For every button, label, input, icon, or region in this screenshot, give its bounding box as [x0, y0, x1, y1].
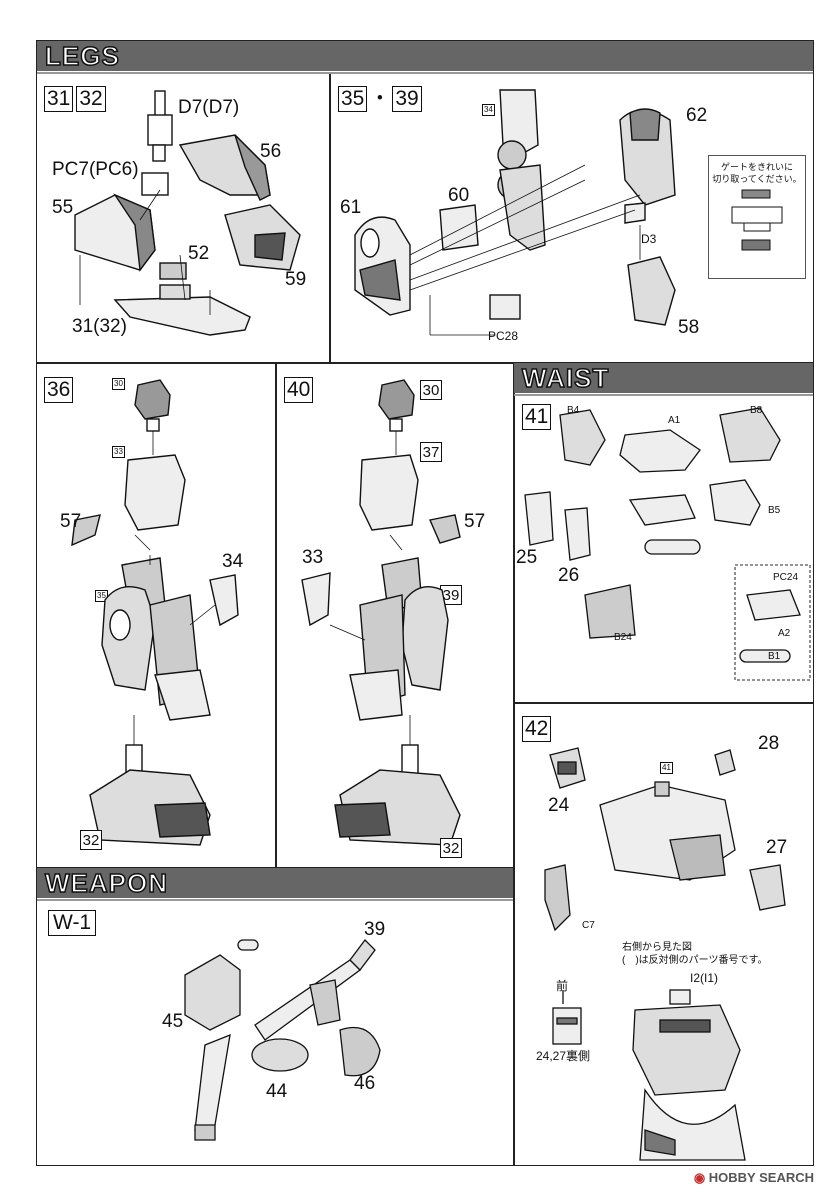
label-55: 55 [52, 197, 74, 218]
divider-legs-row [37, 362, 813, 364]
label-57-left: 57 [60, 511, 82, 532]
label-52: 52 [188, 243, 210, 264]
label-b5: B5 [768, 505, 781, 516]
waist-armor-drawing [544, 747, 786, 932]
label-pc28: PC28 [488, 329, 519, 343]
label-b1: B1 [768, 651, 781, 662]
label-rear-side: 24,27裏側 [536, 1049, 591, 1063]
ref-part-30-left: 30 [112, 378, 125, 390]
left-leg-assembly-drawing [71, 379, 239, 846]
manual-page-frame [36, 40, 814, 1166]
label-39-weapon: 39 [364, 919, 386, 940]
gate-note-box: ゲートをきれいに 切り取ってください。 [708, 155, 806, 279]
label-a2: A2 [778, 628, 791, 639]
label-24: 24 [548, 795, 570, 816]
label-27: 27 [766, 837, 788, 858]
label-b24: B24 [614, 632, 632, 643]
step-42-label: 42 [522, 716, 552, 742]
footer-brand: ◉ HOBBY SEARCH [693, 1170, 814, 1185]
label-33: 33 [302, 547, 324, 568]
step-36-label: 36 [44, 377, 74, 403]
label-c7: C7 [582, 920, 595, 931]
label-44: 44 [266, 1081, 288, 1102]
label-b8: B8 [750, 405, 763, 416]
label-46: 46 [354, 1073, 376, 1094]
divider-31-35 [329, 74, 331, 362]
label-d7: D7(D7) [178, 97, 240, 118]
label-61: 61 [340, 197, 362, 218]
label-b4: B4 [567, 405, 580, 416]
label-60: 60 [448, 185, 470, 206]
label-56: 56 [260, 141, 282, 162]
step-w1-label: W-1 [48, 910, 97, 936]
weapon-title: WEAPON [44, 867, 168, 899]
step-40-label: 40 [284, 377, 314, 403]
weapon-section-header: WEAPON [37, 867, 513, 901]
label-58: 58 [678, 317, 700, 338]
waist-frame-drawing [524, 407, 811, 681]
note-side-view: 右側から見た図 [622, 942, 692, 953]
label-59: 59 [285, 269, 307, 290]
note-opposite-parts: ( )は反対側のパーツ番号です。 [622, 955, 768, 966]
divider-41-42 [513, 702, 813, 704]
ref-part-39: 39 [440, 585, 462, 605]
step-35-39-label: 35・39 [338, 86, 422, 112]
label-pc7: PC7(PC6) [52, 159, 139, 180]
divider-weapon [37, 867, 513, 869]
hobby-search-logo-icon: ◉ [693, 1170, 706, 1185]
waist-section-header: WAIST [514, 362, 813, 396]
label-34: 34 [222, 551, 244, 572]
gate-detail-drawing [731, 189, 783, 251]
label-i2: I2(I1) [690, 971, 719, 985]
ref-part-41: 41 [660, 762, 673, 774]
label-front: 前 [556, 979, 569, 993]
label-26: 26 [558, 565, 580, 586]
label-pc24: PC24 [773, 572, 799, 583]
right-leg-assembly-drawing [301, 379, 461, 846]
label-25: 25 [516, 547, 538, 568]
ref-part-33-left: 33 [112, 446, 125, 458]
legs-title: LEGS [44, 40, 120, 72]
ref-part-32-left: 32 [80, 830, 102, 850]
lower-leg-drawing [354, 89, 676, 336]
label-57-right: 57 [464, 511, 486, 532]
label-62: 62 [686, 105, 708, 126]
label-31-32: 31(32) [72, 316, 127, 337]
label-45: 45 [162, 1011, 184, 1032]
step-41-label: 41 [522, 404, 552, 430]
ref-part-30-right: 30 [420, 380, 442, 400]
leg-armor-drawing [74, 90, 301, 336]
divider-36-40 [275, 362, 277, 867]
side-view-drawing [552, 989, 746, 1161]
ref-part-32-right: 32 [440, 838, 462, 858]
waist-title: WAIST [521, 362, 610, 394]
label-28: 28 [758, 733, 780, 754]
label-a1: A1 [668, 415, 681, 426]
ref-part-37: 37 [420, 442, 442, 462]
legs-section-header: LEGS [37, 40, 813, 74]
label-d3: D3 [641, 232, 657, 246]
divider-40-waist [513, 362, 515, 1166]
weapon-drawing [184, 939, 381, 1141]
ref-part-34: 34 [482, 104, 495, 116]
